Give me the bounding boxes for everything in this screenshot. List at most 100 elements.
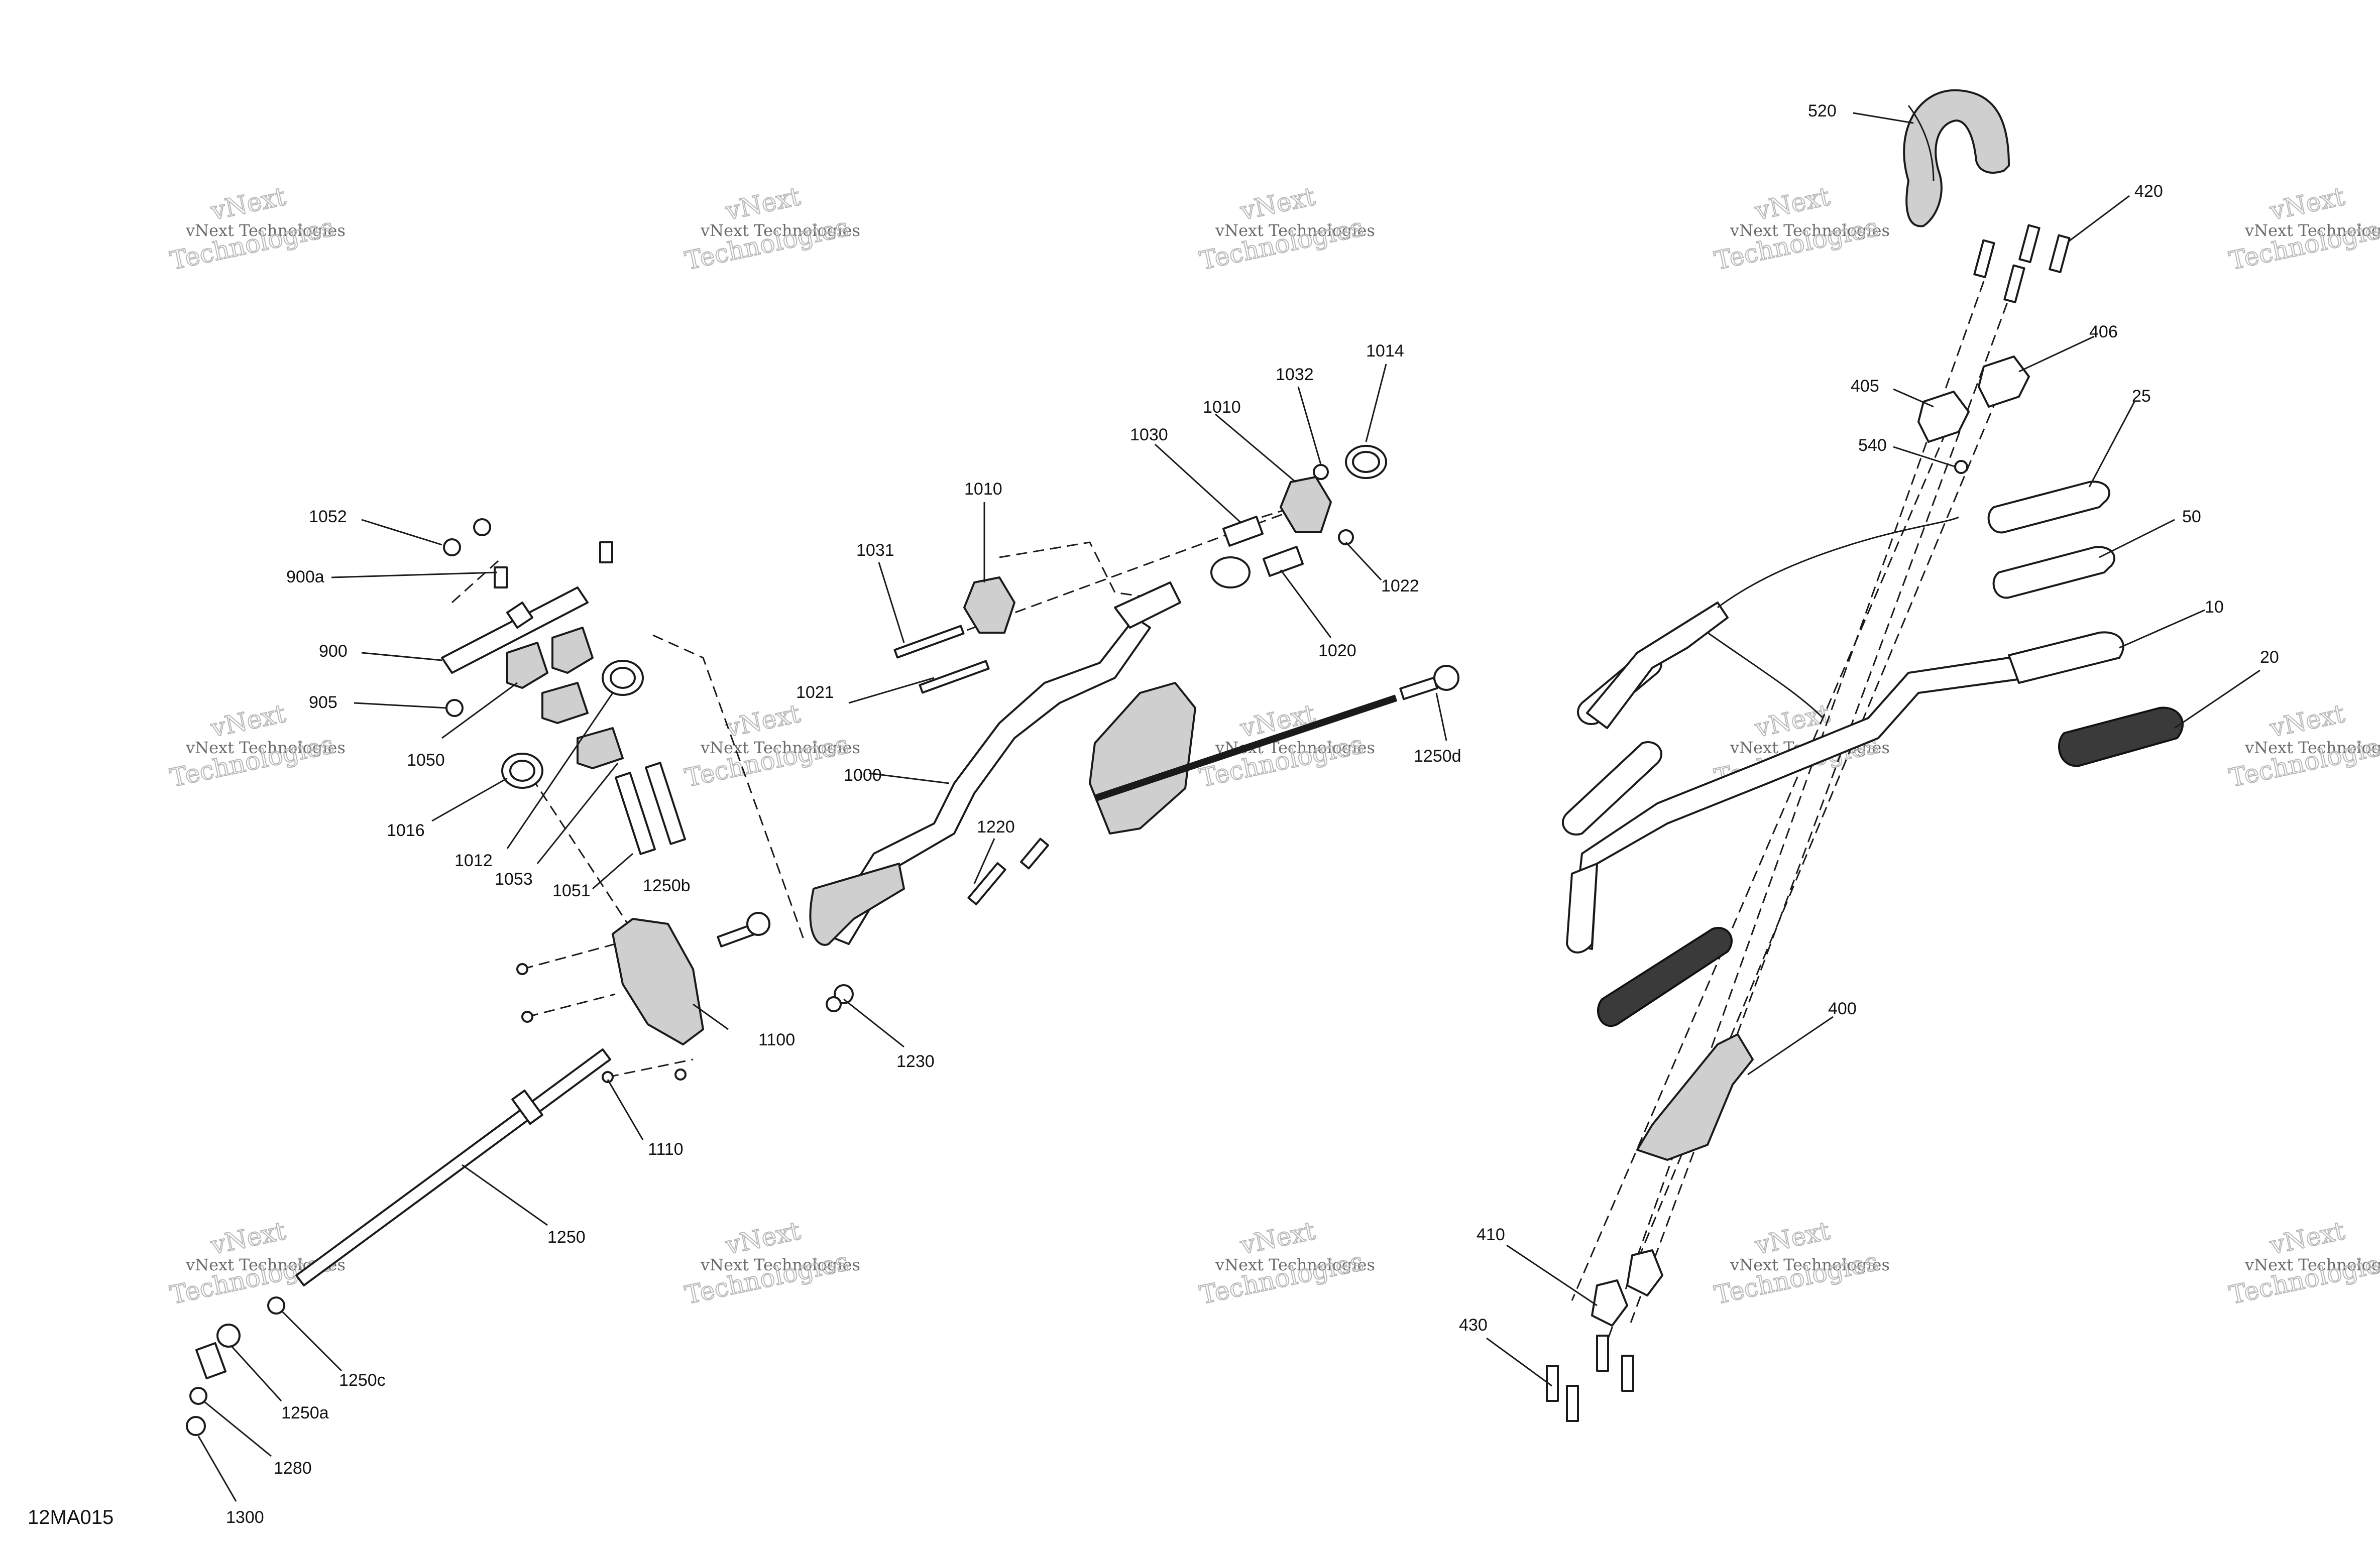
callout-1022: 1022 xyxy=(1381,576,1419,596)
callout-1021: 1021 xyxy=(796,683,834,702)
callout-1053: 1053 xyxy=(495,870,533,889)
callout-labels: 520 420 406 405 540 25 50 10 20 400 410 … xyxy=(226,101,2279,1527)
callout-1050: 1050 xyxy=(407,751,445,770)
callout-400: 400 xyxy=(1828,999,1857,1018)
callout-1030: 1030 xyxy=(1130,425,1168,444)
callout-25: 25 xyxy=(2132,387,2151,406)
callout-10: 10 xyxy=(2205,598,2224,617)
svg-text:vNext: vNext xyxy=(1237,1216,1318,1260)
rod-end-1250a xyxy=(216,1324,241,1348)
callout-leaders xyxy=(197,112,2260,1502)
svg-text:vNext Technologies: vNext Technologies xyxy=(1215,1255,1375,1274)
callout-1031: 1031 xyxy=(856,541,894,560)
lower-clamp-410 xyxy=(1591,1279,1628,1327)
svg-text:vNext: vNext xyxy=(1752,1216,1833,1260)
bushing-1020 xyxy=(1262,546,1304,577)
tie-rod-upper xyxy=(1093,694,1398,802)
svg-text:vNext: vNext xyxy=(1237,182,1318,226)
column-cover-right xyxy=(1089,682,1196,835)
callout-1250b: 1250b xyxy=(643,876,691,895)
svg-text:vNext Technologies: vNext Technologies xyxy=(1730,221,1890,240)
handlebar xyxy=(1571,637,2120,950)
washer-1280 xyxy=(189,1387,207,1405)
callout-1032: 1032 xyxy=(1276,365,1314,384)
watermark: vNext Technologies vNext Technologies xyxy=(1197,181,1375,276)
bolt-1021 xyxy=(919,660,990,694)
upper-clamp-405 xyxy=(1917,391,1970,443)
watermark: vNext Technologies vNext Technologies xyxy=(682,181,860,276)
callout-1016: 1016 xyxy=(387,821,425,840)
nut-1250c xyxy=(267,1296,285,1315)
callout-50: 50 xyxy=(2182,507,2201,526)
svg-text:vNext: vNext xyxy=(208,182,288,226)
heated-grip-left xyxy=(1597,927,1733,1027)
svg-text:vNext Technologies: vNext Technologies xyxy=(700,738,860,757)
steering-arm xyxy=(809,863,905,946)
svg-text:vNext Technologies: vNext Technologies xyxy=(2244,738,2380,757)
svg-text:vNext Technologies: vNext Technologies xyxy=(185,221,346,240)
svg-text:vNext: vNext xyxy=(723,699,803,743)
switch-housing xyxy=(1586,602,1729,729)
svg-text:vNext: vNext xyxy=(723,182,803,226)
bolt-430 xyxy=(1566,1385,1579,1422)
watermark: vNext Technologies vNext Technologies xyxy=(2226,181,2380,276)
bracket-900 xyxy=(441,586,589,674)
lower-clamp-410 xyxy=(1626,1249,1663,1296)
svg-text:vNext: vNext xyxy=(208,1216,288,1260)
callout-540: 540 xyxy=(1858,436,1887,455)
nut-905 xyxy=(445,699,464,717)
upper-clamp-406 xyxy=(1978,355,2030,408)
figure-id: 12MA015 xyxy=(28,1506,114,1528)
cover-1100 xyxy=(612,918,704,1045)
svg-text:vNext: vNext xyxy=(1752,182,1833,226)
watermark: vNext Technologies vNext Technologies xyxy=(682,698,860,793)
callout-405: 405 xyxy=(1851,377,1879,396)
steering-shaft-1250 xyxy=(295,1048,611,1286)
bolt-900a xyxy=(494,566,508,588)
steering-block-1010b xyxy=(1280,476,1332,533)
bolt-420 xyxy=(2049,234,2071,273)
callout-1012: 1012 xyxy=(455,851,493,870)
bolt-430 xyxy=(1546,1365,1559,1402)
watermark: vNext Technologies vNext Technologies xyxy=(167,698,346,793)
callout-520: 520 xyxy=(1808,101,1837,121)
callout-1010: 1010 xyxy=(1203,398,1241,417)
bolt-1031 xyxy=(893,625,965,659)
steering-block-1010 xyxy=(963,576,1015,634)
nut-1022 xyxy=(1338,529,1354,545)
heated-grip-20 xyxy=(2058,706,2184,767)
callout-1250c: 1250c xyxy=(339,1371,386,1390)
bolt-1051 xyxy=(615,772,656,855)
callout-1220: 1220 xyxy=(977,817,1015,837)
handlebar-assembly xyxy=(1546,89,2184,1422)
svg-text:vNext: vNext xyxy=(2267,699,2347,743)
watermark: vNext Technologies vNext Technologies xyxy=(1712,1216,1890,1311)
bolt-430 xyxy=(1596,1335,1609,1372)
handlebar-pad xyxy=(1903,89,2010,227)
svg-text:vNext Technologies: vNext Technologies xyxy=(2244,221,2380,240)
svg-text:vNext: vNext xyxy=(2267,1216,2347,1260)
bolt-420 xyxy=(1973,239,1995,278)
svg-text:vNext Technologies: vNext Technologies xyxy=(1730,1255,1890,1274)
callout-1280: 1280 xyxy=(274,1459,312,1478)
callout-1300: 1300 xyxy=(226,1508,264,1527)
callout-410: 410 xyxy=(1477,1225,1505,1244)
screw-1110 xyxy=(516,963,528,975)
watermark: vNext Technologies vNext Technologies xyxy=(2226,1216,2380,1311)
callout-905: 905 xyxy=(309,693,337,712)
callout-1052: 1052 xyxy=(309,507,347,526)
bushing-1012 xyxy=(541,682,589,724)
bolt-420 xyxy=(2018,224,2041,263)
callout-1010: 1010 xyxy=(964,480,1002,499)
callout-1250d: 1250d xyxy=(1414,747,1461,766)
nut-1300 xyxy=(186,1416,206,1436)
svg-text:vNext Technologies: vNext Technologies xyxy=(1215,221,1375,240)
watermark: vNext Technologies vNext Technologies xyxy=(2226,698,2380,793)
watermark: vNext Technologies vNext Technologies xyxy=(167,181,346,276)
nut-1052 xyxy=(443,538,461,556)
bushing-1050 xyxy=(506,642,548,689)
callout-1230: 1230 xyxy=(896,1052,935,1071)
callout-406: 406 xyxy=(2089,322,2118,341)
callout-1014: 1014 xyxy=(1366,341,1404,361)
